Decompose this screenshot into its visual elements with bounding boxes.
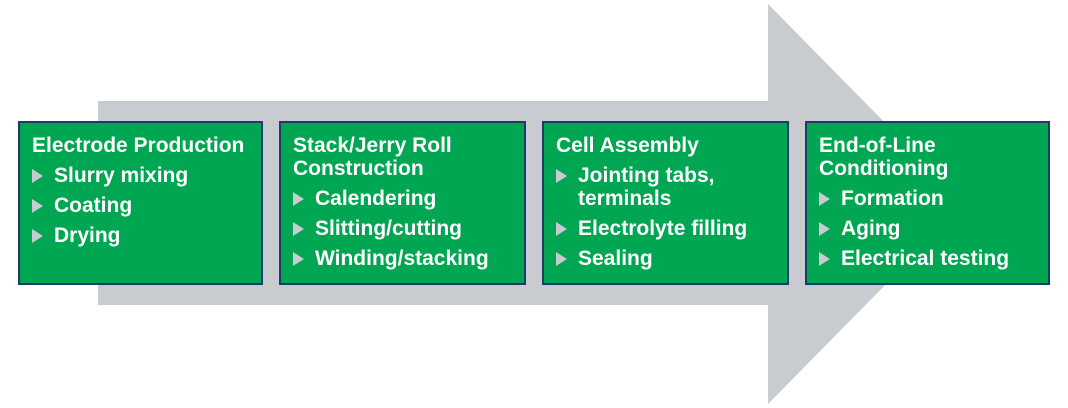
step-item: Coating (32, 194, 251, 217)
step-item: Drying (32, 224, 251, 247)
stage-title: Electrode Production (32, 134, 245, 157)
triangle-bullet-icon (32, 199, 43, 213)
stage-step-list: Jointing tabs, terminals Electrolyte fil… (556, 164, 777, 270)
step-item: Slitting/cutting (293, 217, 514, 240)
triangle-bullet-icon (293, 222, 304, 236)
stage-title: Stack/Jerry Roll Construction (293, 134, 452, 180)
stage-electrode-production: Electrode Production Slurry mixing Coati… (18, 121, 263, 285)
step-label: Winding/stacking (315, 247, 489, 270)
triangle-bullet-icon (556, 252, 567, 266)
step-label: Electrical testing (841, 247, 1010, 270)
stage-step-list: Slurry mixing Coating Drying (32, 164, 251, 247)
step-item: Jointing tabs, terminals (556, 164, 777, 210)
triangle-bullet-icon (556, 222, 567, 236)
step-label: Slitting/cutting (315, 217, 462, 240)
triangle-bullet-icon (819, 222, 830, 236)
triangle-bullet-icon (32, 229, 43, 243)
triangle-bullet-icon (32, 169, 43, 183)
process-arrow-shape (98, 4, 965, 404)
step-label: Coating (54, 194, 133, 217)
stage-step-list: Formation Aging Electrical testing (819, 187, 1038, 270)
triangle-bullet-icon (293, 252, 304, 266)
triangle-bullet-icon (819, 252, 830, 266)
step-label: Calendering (315, 187, 437, 210)
step-item: Slurry mixing (32, 164, 251, 187)
step-label: Formation (841, 187, 944, 210)
step-item: Formation (819, 187, 1038, 210)
step-item: Sealing (556, 247, 777, 270)
stage-title: Cell Assembly (556, 134, 699, 157)
stage-title: End-of-Line Conditioning (819, 134, 949, 180)
triangle-bullet-icon (293, 192, 304, 206)
step-label: Sealing (578, 247, 653, 270)
triangle-bullet-icon (819, 192, 830, 206)
stage-stack-jerry-roll-construction: Stack/Jerry Roll Construction Calenderin… (279, 121, 526, 285)
step-item: Electrolyte filling (556, 217, 777, 240)
step-item: Winding/stacking (293, 247, 514, 270)
step-label: Slurry mixing (54, 164, 189, 187)
step-label: Electrolyte filling (578, 217, 748, 240)
stage-cell-assembly: Cell Assembly Jointing tabs, terminals E… (542, 121, 789, 285)
step-label: Drying (54, 224, 121, 247)
step-item: Aging (819, 217, 1038, 240)
step-label: Jointing tabs, terminals (578, 164, 715, 210)
stage-end-of-line-conditioning: End-of-Line Conditioning Formation Aging… (805, 121, 1050, 285)
stage-step-list: Calendering Slitting/cutting Winding/sta… (293, 187, 514, 270)
triangle-bullet-icon (556, 169, 567, 183)
step-item: Calendering (293, 187, 514, 210)
step-label: Aging (841, 217, 901, 240)
step-item: Electrical testing (819, 247, 1038, 270)
